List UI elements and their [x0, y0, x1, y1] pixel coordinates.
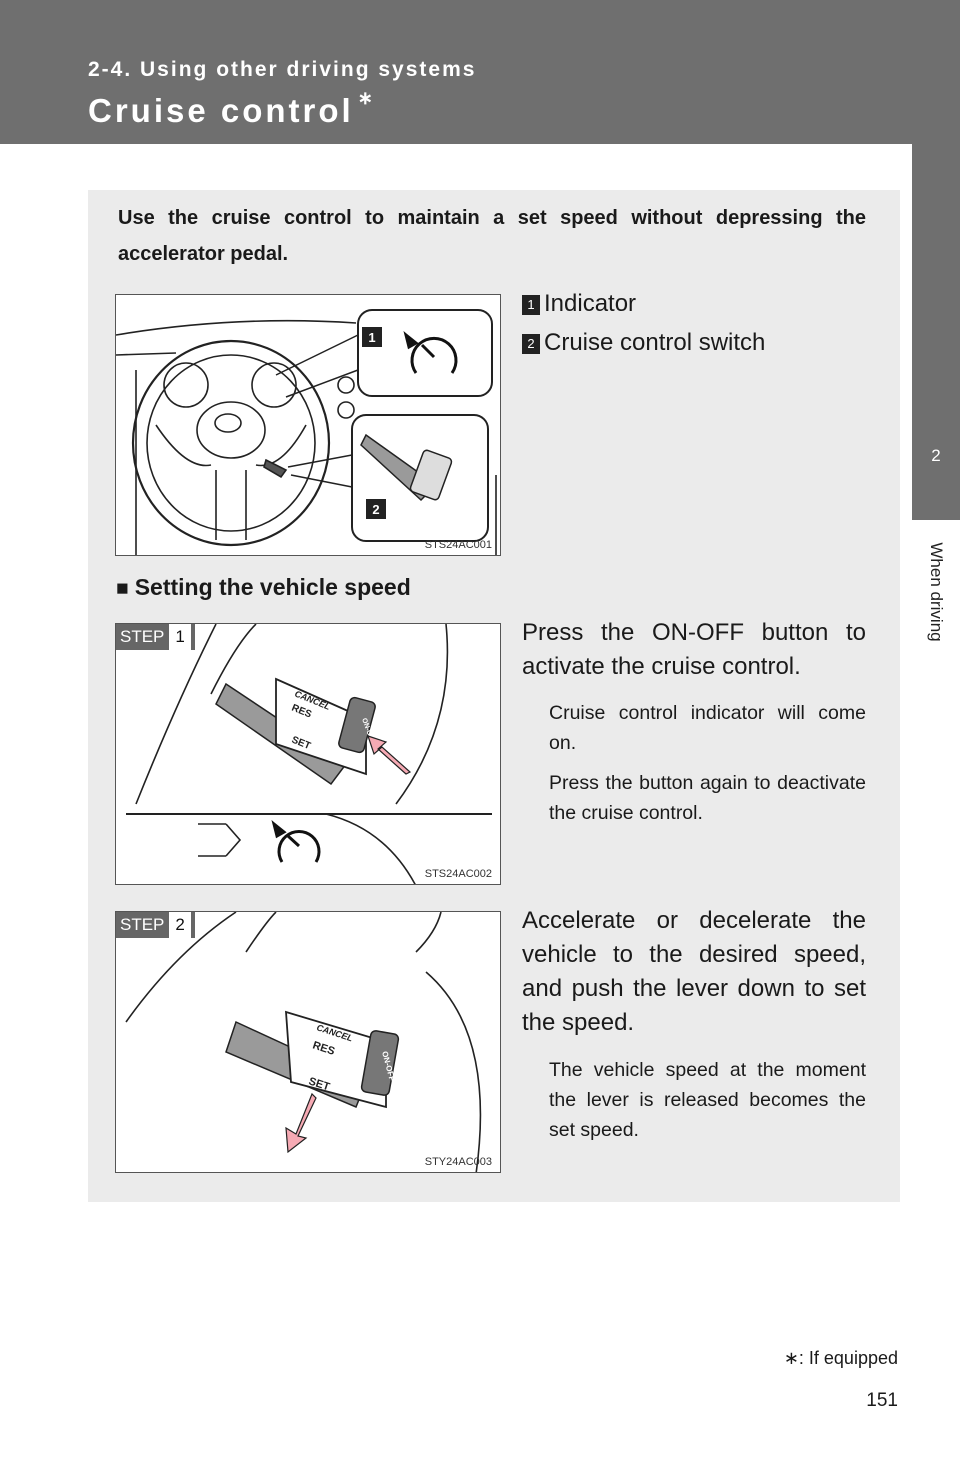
speedometer-cruise-icon [271, 820, 321, 863]
step-number: 2 [168, 912, 191, 938]
page-title-text: Cruise control [88, 92, 354, 129]
footnote-asterisk: ∗ [783, 1348, 799, 1368]
callout-badge-2 [366, 499, 386, 519]
page-number: 151 [866, 1390, 898, 1411]
step1-note-1: Cruise control indicator will come on. [549, 702, 866, 754]
step-label: STEP [120, 627, 165, 646]
callout-number-1: 1 [368, 330, 375, 345]
callout-badge-1 [362, 327, 382, 347]
footnote-text: : If equipped [798, 1348, 898, 1368]
step1-lever-illustration: CANCEL RES SET ON-OFF [126, 624, 492, 884]
header-bar: 2-4. Using other driving systems Cruise … [0, 0, 960, 144]
figure-code: STY24AC003 [424, 1156, 492, 1168]
step1-instruction: Press the ON-OFF button to activate the … [522, 619, 866, 680]
push-down-arrow-icon [285, 1092, 317, 1154]
step1-note-2: Press the button again to deactivate the… [549, 772, 866, 824]
step2-lever-illustration: CANCEL RES SET ON-OFF [125, 912, 482, 1172]
legend-badge: 1 [522, 294, 540, 315]
step-number: 1 [168, 624, 191, 650]
figure-steering-wheel: 1 2 STS24AC001 [115, 294, 501, 556]
step2-note-1: The vehicle speed at the moment the leve… [549, 1059, 866, 1141]
step2-instruction: Accelerate or decelerate the vehicle to … [522, 907, 866, 1036]
press-arrow-icon [367, 735, 412, 775]
square-bullet-icon: ■ [116, 577, 129, 600]
legend-badge: 2 [522, 333, 540, 354]
footnote: ∗: If equipped [784, 1348, 898, 1369]
legend-label: Indicator [544, 290, 637, 317]
speedometer-cruise-icon [403, 331, 458, 374]
section-label: 2-4. Using other driving systems [88, 58, 477, 81]
steering-wheel-illustration: 1 2 [116, 309, 497, 555]
chapter-tab: 2 [912, 144, 960, 520]
intro-text: Use the cruise control to maintain a set… [118, 207, 866, 265]
chapter-number: 2 [931, 446, 941, 465]
callout-number-2: 2 [372, 502, 379, 517]
chapter-label: When driving [927, 542, 946, 642]
section-heading-text: Setting the vehicle speed [134, 574, 411, 600]
legend-label: Cruise control switch [544, 329, 766, 356]
figure-code: STS24AC002 [424, 868, 492, 880]
title-asterisk: ∗ [357, 88, 376, 108]
figure-code: STS24AC001 [424, 539, 492, 551]
page-title: Cruise control∗ [88, 88, 376, 130]
step-label: STEP [120, 915, 165, 934]
section-heading: ■Setting the vehicle speed [116, 574, 411, 601]
